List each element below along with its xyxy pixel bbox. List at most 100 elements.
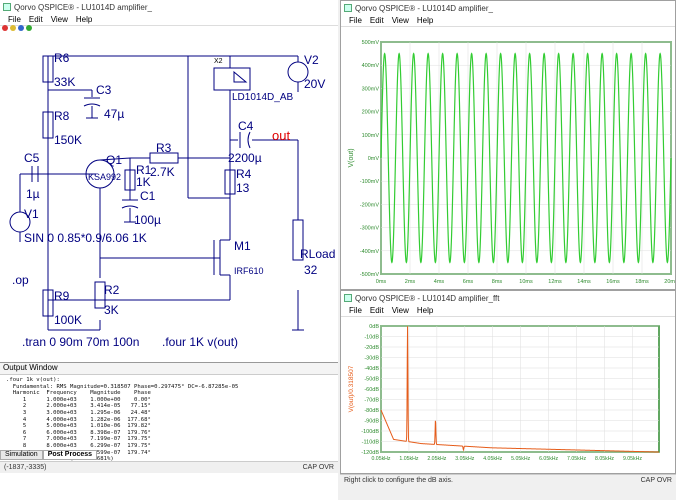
label-rload: RLoad <box>300 247 335 261</box>
waveform-ytick-label: -200mV <box>360 202 380 208</box>
toolbar-icon-red[interactable] <box>2 25 8 31</box>
waveform-xtick-label: 6ms <box>463 279 474 285</box>
label-c4: C4 <box>238 119 254 133</box>
fft-plot[interactable]: 0dB-10dB-20dB-30dB-40dB-50dB-60dB-70dB-8… <box>341 318 676 474</box>
directive-op[interactable]: .op <box>12 273 29 287</box>
label-v1-value: SIN 0 0.85*0.9/6.06 1K <box>24 231 147 245</box>
waveform-ytick-label: 400mV <box>362 63 380 69</box>
waveform-window: Qorvo QSPICE® - LU1014D amplifier_ File … <box>340 0 676 290</box>
label-c1-value: 100µ <box>134 213 161 227</box>
r2-resistor[interactable] <box>94 281 106 309</box>
x2-block[interactable] <box>213 67 251 91</box>
v1-source[interactable] <box>9 211 31 233</box>
output-window-title: Output Window <box>0 363 338 375</box>
schematic-menubar: File Edit View Help <box>0 14 338 26</box>
fft-menu-view[interactable]: View <box>391 306 409 315</box>
label-v2: V2 <box>304 53 319 67</box>
label-r6: R6 <box>54 51 70 65</box>
menu-file[interactable]: File <box>8 15 21 24</box>
wave-menu-view[interactable]: View <box>391 16 409 25</box>
label-v2-value: 20V <box>304 77 325 91</box>
rload-resistor[interactable] <box>292 219 304 261</box>
q1-transistor[interactable] <box>85 159 115 189</box>
wave-menu-help[interactable]: Help <box>416 16 434 25</box>
label-q1: Q1 <box>106 153 122 167</box>
label-r1-value: 1K <box>136 175 151 189</box>
fft-menu-file[interactable]: File <box>349 306 362 315</box>
fft-statusbar: Right click to configure the dB axis. CA… <box>340 474 676 486</box>
fft-ytick-label: -50dB <box>364 377 379 383</box>
v2-source[interactable] <box>287 61 309 83</box>
tab-post-process[interactable]: Post Process <box>42 450 98 460</box>
schematic-canvas[interactable]: R6 33K C3 47µ R8 150K C5 1µ V1 SIN 0 0.8… <box>0 26 338 362</box>
menu-view[interactable]: View <box>50 15 68 24</box>
c3-plate <box>83 103 101 107</box>
waveform-ytick-label: 100mV <box>362 133 380 139</box>
waveform-xtick-label: 4ms <box>434 279 445 285</box>
label-r6-value: 33K <box>54 75 75 89</box>
main-status-right: CAP OVR <box>302 464 334 471</box>
waveform-window-title: Qorvo QSPICE® - LU1014D amplifier_ <box>355 3 493 13</box>
toolbar-icon-green[interactable] <box>26 25 32 31</box>
label-r3-value: 2.7K <box>150 165 175 179</box>
label-c3-value: 47µ <box>104 107 124 121</box>
waveform-menubar: File Edit View Help <box>341 15 675 27</box>
wave-menu-file[interactable]: File <box>349 16 362 25</box>
label-r3: R3 <box>156 141 172 155</box>
fft-ytick-label: -120dB <box>361 450 379 456</box>
fft-ytick-label: -70dB <box>364 398 379 404</box>
wave-menu-edit[interactable]: Edit <box>369 16 384 25</box>
fft-status-right: CAP OVR <box>640 477 672 484</box>
waveform-ytick-label: -400mV <box>360 249 380 255</box>
fft-xtick-label: 3.05kHz <box>455 456 474 462</box>
waveform-trace-vout <box>380 52 672 264</box>
r9-resistor[interactable] <box>42 289 54 317</box>
label-m1-value: IRF610 <box>234 266 264 276</box>
label-c1: C1 <box>140 189 156 203</box>
waveform-ylabel: V(out) <box>348 148 355 167</box>
fft-xtick-label: 0.05kHz <box>371 456 390 462</box>
toolbar <box>2 25 32 31</box>
fft-status-text: Right click to configure the dB axis. <box>344 477 453 484</box>
toolbar-icon-blue[interactable] <box>18 25 24 31</box>
fft-ytick-label: 0dB <box>369 324 379 330</box>
fft-titlebar: Qorvo QSPICE® - LU1014D amplifier_fft <box>341 291 675 305</box>
r3-resistor[interactable] <box>149 152 179 164</box>
label-r2: R2 <box>104 283 120 297</box>
schematic-labels: R6 33K C3 47µ R8 150K C5 1µ V1 SIN 0 0.8… <box>12 51 335 349</box>
fft-ytick-label: -30dB <box>364 356 379 362</box>
directive-tran[interactable]: .tran 0 90m 70m 100n <box>22 335 139 349</box>
menu-edit[interactable]: Edit <box>28 15 43 24</box>
fft-xtick-label: 7.05kHz <box>567 456 586 462</box>
label-x2-value: LD1014D_AB <box>232 92 293 103</box>
r8-resistor[interactable] <box>42 111 54 139</box>
r6-resistor[interactable] <box>42 55 54 83</box>
waveform-plot[interactable]: 500mV400mV300mV200mV100mV0mV-100mV-200mV… <box>341 28 676 290</box>
waveform-ytick-label: 500mV <box>362 40 380 46</box>
menu-help[interactable]: Help <box>75 15 93 24</box>
directive-four[interactable]: .four 1K v(out) <box>162 335 238 349</box>
fft-xtick-label: 8.05kHz <box>595 456 614 462</box>
tab-simulation[interactable]: Simulation <box>0 450 43 460</box>
label-r1: R1 <box>136 163 152 177</box>
r4-resistor[interactable] <box>224 169 236 195</box>
fft-menu-edit[interactable]: Edit <box>369 306 384 315</box>
fft-ytick-label: -90dB <box>364 419 379 425</box>
label-c5-value: 1µ <box>26 187 40 201</box>
waveform-xtick-label: 10ms <box>519 279 533 285</box>
fft-xtick-label: 1.05kHz <box>399 456 418 462</box>
fft-menu-help[interactable]: Help <box>416 306 434 315</box>
label-out: out <box>272 128 290 143</box>
fft-ylabel: V(out)/0.318507 <box>348 365 355 412</box>
fft-ytick-label: -110dB <box>362 440 380 446</box>
waveform-xtick-label: 0ms <box>376 279 387 285</box>
fft-app-icon <box>344 294 352 302</box>
label-m1: M1 <box>234 239 251 253</box>
toolbar-icon-yellow[interactable] <box>10 25 16 31</box>
label-r8-value: 150K <box>54 133 82 147</box>
schematic-titlebar: Qorvo QSPICE® - LU1014D amplifier_ <box>0 0 338 14</box>
r1-resistor[interactable] <box>124 169 136 191</box>
label-rload-value: 32 <box>304 263 318 277</box>
fft-xtick-label: 2.05kHz <box>427 456 446 462</box>
label-r4: R4 <box>236 167 252 181</box>
